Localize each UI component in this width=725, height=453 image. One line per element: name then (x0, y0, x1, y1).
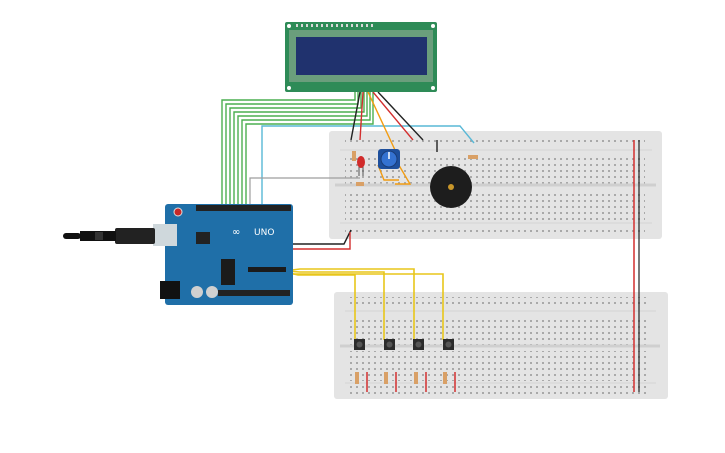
arduino-uno-label: UNO (254, 228, 274, 238)
breadboard-top[interactable] (329, 131, 662, 239)
lcd-module[interactable] (285, 22, 437, 92)
push-button-icon[interactable] (443, 339, 454, 350)
lcd-data-wires[interactable] (221, 91, 374, 207)
resistor-icon[interactable] (352, 151, 478, 186)
potentiometer-icon[interactable] (378, 149, 400, 169)
arduino-logo: ∞ (232, 227, 240, 238)
lcd-power-wires[interactable] (350, 91, 438, 185)
power-rail-wires[interactable] (633, 140, 640, 392)
arduino-uno-board[interactable]: ∞ UNO (153, 204, 293, 305)
led-icon[interactable] (357, 156, 365, 176)
pull-down-resistors[interactable] (355, 372, 456, 392)
gray-wire[interactable] (249, 177, 360, 207)
usb-cable-icon[interactable] (63, 228, 155, 244)
push-button-icon[interactable] (354, 339, 365, 350)
push-button-icon[interactable] (384, 339, 395, 350)
piezo-buzzer-icon[interactable] (430, 166, 472, 208)
push-buttons[interactable] (354, 339, 454, 350)
push-button-icon[interactable] (413, 339, 424, 350)
